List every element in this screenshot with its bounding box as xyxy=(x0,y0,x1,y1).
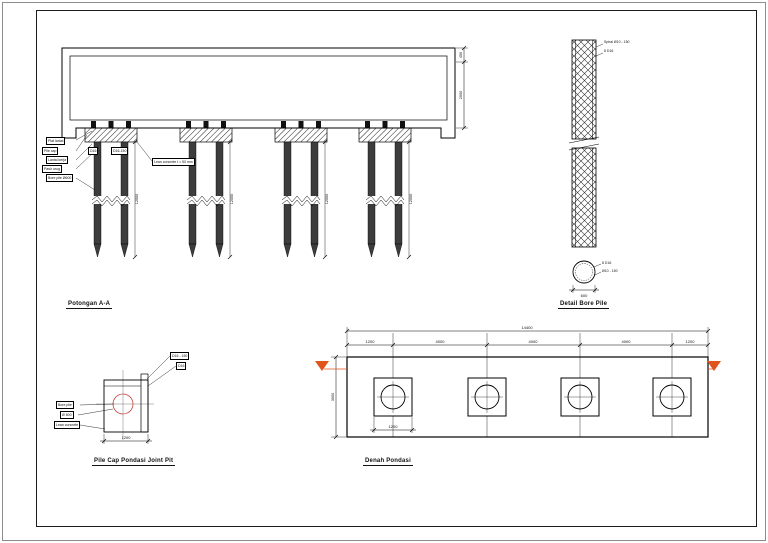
bore-pile-section: 600 xyxy=(569,260,602,298)
title-pile-cap-joint-pit: Pile Cap Pondasi Joint Pit xyxy=(92,458,176,466)
bore-pile-elevation xyxy=(568,39,604,248)
section-marker-left xyxy=(315,361,329,371)
drawing-frame xyxy=(36,10,757,527)
callout-cap-rebar-2: D16-150 xyxy=(111,147,129,155)
dim-overall: 14400 xyxy=(521,325,533,330)
dim-segment: 1200 xyxy=(366,339,376,344)
callout-lean-concrete-note: Lean concrete t = 50 mm xyxy=(152,158,195,166)
dim-pit-depth: 2000 xyxy=(459,91,463,99)
section-aa-pile-groups xyxy=(84,120,412,260)
callout-pilecap-bore-pile: Bore pile xyxy=(56,401,74,409)
dim-segment: 4000 xyxy=(529,339,539,344)
denah-plan xyxy=(346,333,709,438)
dim-plan-height: 3000 xyxy=(331,393,335,401)
label-main-rebar: 8 D16 xyxy=(604,49,614,53)
callout-pilecap-diameter: Ø 600 xyxy=(60,411,74,419)
callout-cap-rebar-1: D16 xyxy=(88,147,99,155)
title-potongan-aa: Potongan A-A xyxy=(66,301,113,309)
dim-slab: 450 xyxy=(459,52,463,58)
dim-pilecap-width: 1200 xyxy=(122,435,132,440)
callout-lantai-kerja: Lantai kerja xyxy=(46,156,69,164)
section-aa-leaders xyxy=(75,130,153,191)
dim-pile-depth: 12000 xyxy=(135,194,139,205)
callout-pilecap-rebar-side: D16 xyxy=(176,362,187,370)
section-marker-right xyxy=(707,361,721,371)
title-denah-pondasi: Denah Pondasi xyxy=(363,458,413,466)
callout-pilecap-lean-concrete: Lean concrete xyxy=(54,421,81,429)
callout-pilecap-rebar-top: D16 - 150 xyxy=(170,352,190,360)
title-detail-bore-pile: Detail Bore Pile xyxy=(558,301,610,309)
dim-pile-depth: 12000 xyxy=(230,194,234,205)
label-spiral-rebar: Spiral Ø10 - 150 xyxy=(604,40,630,44)
pile-cap-detail: 1200 xyxy=(77,355,177,444)
dim-segment: 1200 xyxy=(686,339,696,344)
dim-pile-depth: 12000 xyxy=(325,194,329,205)
callout-pile-cap: Pile cap xyxy=(42,147,59,155)
dim-segment: 4000 xyxy=(622,339,632,344)
denah-dimensions: 14400 1200 4000 4000 4000 1200 3000 120 xyxy=(331,325,711,440)
callout-plat-lantai: Plat lantai xyxy=(46,137,66,145)
callout-pasir-urug: Pasir urug xyxy=(42,165,62,173)
dim-segment: 4000 xyxy=(436,339,446,344)
callout-bore-pile: Bore pile Ø600 xyxy=(46,174,74,182)
section-aa-structure xyxy=(61,47,456,139)
dim-pile-diameter: 600 xyxy=(581,293,588,298)
dim-pile-depth: 12000 xyxy=(409,194,413,205)
label-section-main-rebar: 8 D16 xyxy=(602,261,612,265)
label-section-spiral: Ø10 - 150 xyxy=(602,269,618,273)
section-cut-markers xyxy=(315,361,721,371)
section-aa-dimensions: 450 2000 12000 12000 12000 12000 xyxy=(135,45,468,205)
dim-cap-width: 1200 xyxy=(389,424,399,429)
